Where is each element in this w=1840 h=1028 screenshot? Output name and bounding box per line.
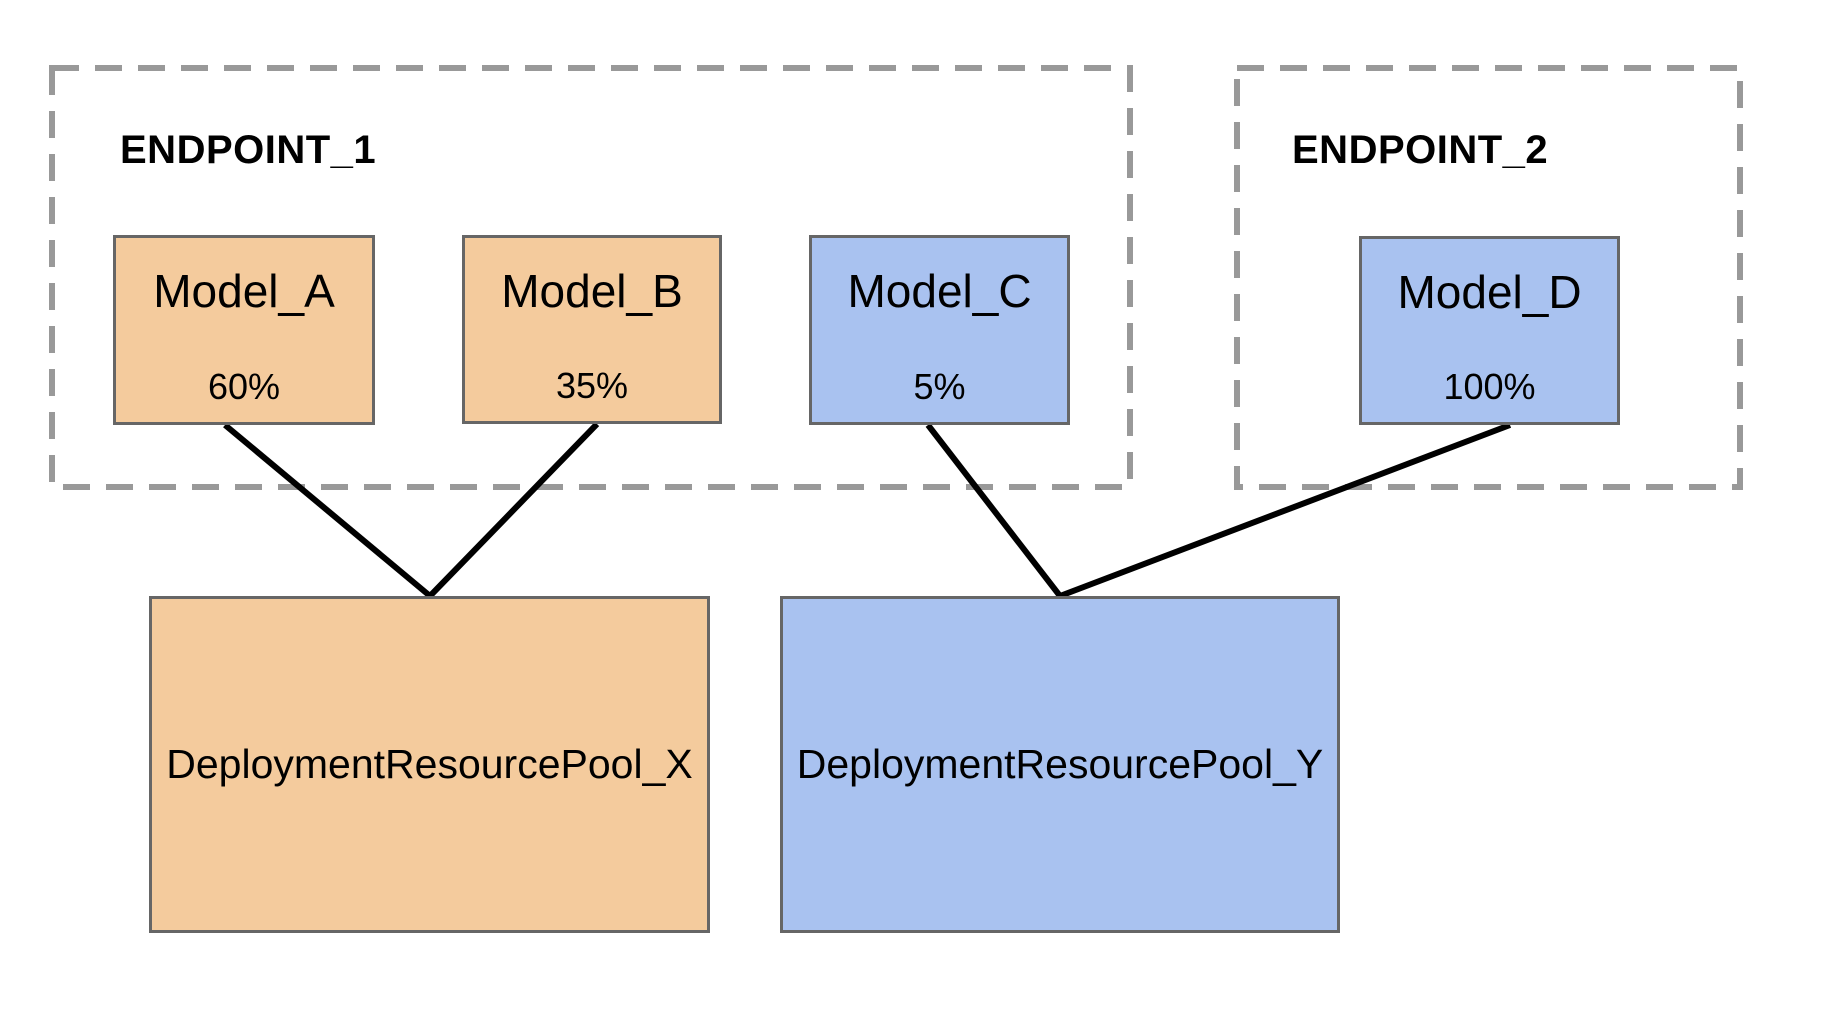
endpoint-2-dashed-border <box>1234 65 1743 490</box>
connector-model-b-pool-x <box>427 421 600 599</box>
endpoint-1-title: ENDPOINT_1 <box>120 128 377 172</box>
endpoint-1-dashed-border <box>49 65 1133 490</box>
deployment-resource-pool-x-label: DeploymentResourcePool_X <box>166 741 693 787</box>
model-d-label: Model_D <box>1397 266 1582 318</box>
deployment-resource-pool-y-box: DeploymentResourcePool_Y <box>780 596 1340 933</box>
model-a-traffic-split: 60% <box>207 366 281 407</box>
endpoint-2-title: ENDPOINT_2 <box>1292 128 1549 172</box>
deployment-resource-pool-x-box: DeploymentResourcePool_X <box>149 596 710 933</box>
connector-model-d-pool-y <box>1058 422 1512 599</box>
model-b-box: Model_B 35% <box>462 235 722 424</box>
connector-model-c-pool-y <box>925 423 1063 598</box>
model-d-traffic-split: 100% <box>1443 366 1536 407</box>
model-b-label: Model_B <box>501 265 683 317</box>
deployment-resource-pool-y-label: DeploymentResourcePool_Y <box>796 741 1324 787</box>
model-d-box: Model_D 100% <box>1359 236 1620 425</box>
model-c-traffic-split: 5% <box>913 366 966 407</box>
model-c-label: Model_C <box>847 265 1032 317</box>
model-c-box: Model_C 5% <box>809 235 1070 425</box>
model-a-label: Model_A <box>153 265 335 317</box>
model-b-traffic-split: 35% <box>555 365 629 406</box>
connector-model-a-pool-x <box>223 422 432 599</box>
model-a-box: Model_A 60% <box>113 235 375 425</box>
